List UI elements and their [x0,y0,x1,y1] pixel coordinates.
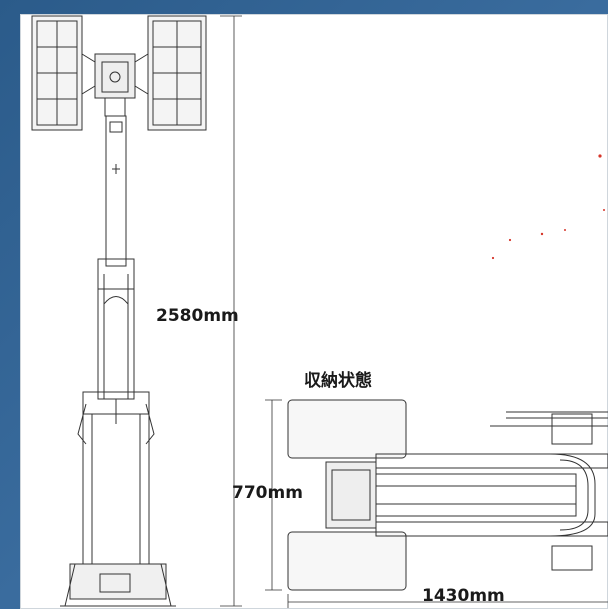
light-panel-left [31,15,96,131]
length-dimension-label: 1430mm [422,586,505,606]
telescopic-mast [77,115,155,583]
stowed-panel-top [287,399,407,459]
stowed-plan-view [265,399,608,608]
technical-drawing [31,15,608,608]
head-mount [94,53,136,117]
stowed-state-title: 収納状態 [304,371,372,391]
drawing-sheet: 2580mm 収納状態 770mm 1430mm [20,14,608,609]
light-panel-right [134,15,207,131]
tower-base [60,563,176,607]
height-dimension-line [220,15,242,607]
height-dimension-label: 2580mm [156,306,239,326]
width-dimension-line [265,399,282,591]
tower-elevation-view [31,15,242,607]
stowed-panel-bottom [287,531,407,591]
width-dimension-label: 770mm [232,483,303,503]
red-speckles [491,154,605,260]
length-dimension-line [287,594,608,608]
stowed-frame [325,411,608,571]
